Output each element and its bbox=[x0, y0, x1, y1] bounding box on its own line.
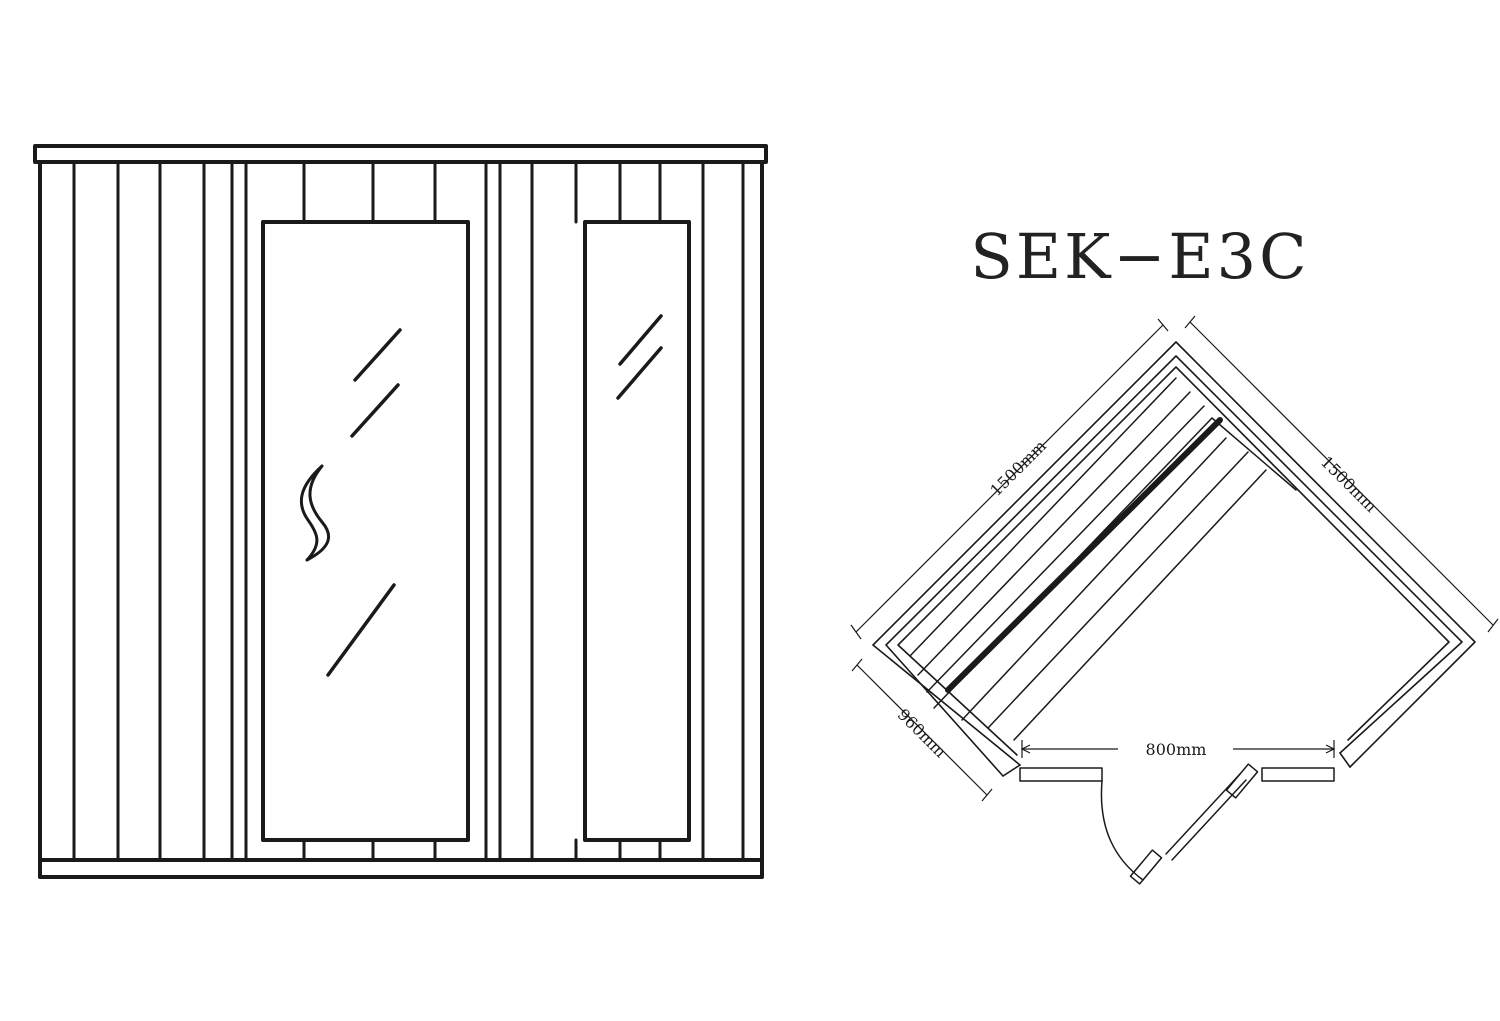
plan-walls bbox=[872, 341, 1476, 777]
glass-reflections bbox=[326, 314, 663, 677]
dimension-lines bbox=[850, 315, 1499, 802]
wall-boards bbox=[72, 160, 745, 862]
door-handle-bottom bbox=[1129, 849, 1163, 885]
heater-bar bbox=[945, 417, 1223, 693]
threshold-left bbox=[1019, 767, 1103, 782]
dim-short-wall: 960mm bbox=[894, 705, 950, 761]
base-plinth bbox=[38, 858, 764, 879]
roof-cap bbox=[33, 144, 768, 164]
door-handle-top bbox=[1225, 763, 1259, 799]
door-swing-arc bbox=[1100, 780, 1144, 881]
dim-door-opening: 800mm bbox=[1146, 740, 1207, 759]
floor-plan bbox=[872, 341, 1476, 885]
door-leaf bbox=[1165, 773, 1241, 855]
side-glass-window bbox=[583, 220, 691, 842]
main-glass-door bbox=[261, 220, 470, 842]
model-title: SEK−E3C bbox=[970, 220, 1309, 293]
door-handle-icon bbox=[299, 464, 331, 562]
front-elevation bbox=[33, 144, 768, 879]
threshold-right bbox=[1261, 767, 1335, 782]
bench-slats bbox=[909, 377, 1297, 741]
